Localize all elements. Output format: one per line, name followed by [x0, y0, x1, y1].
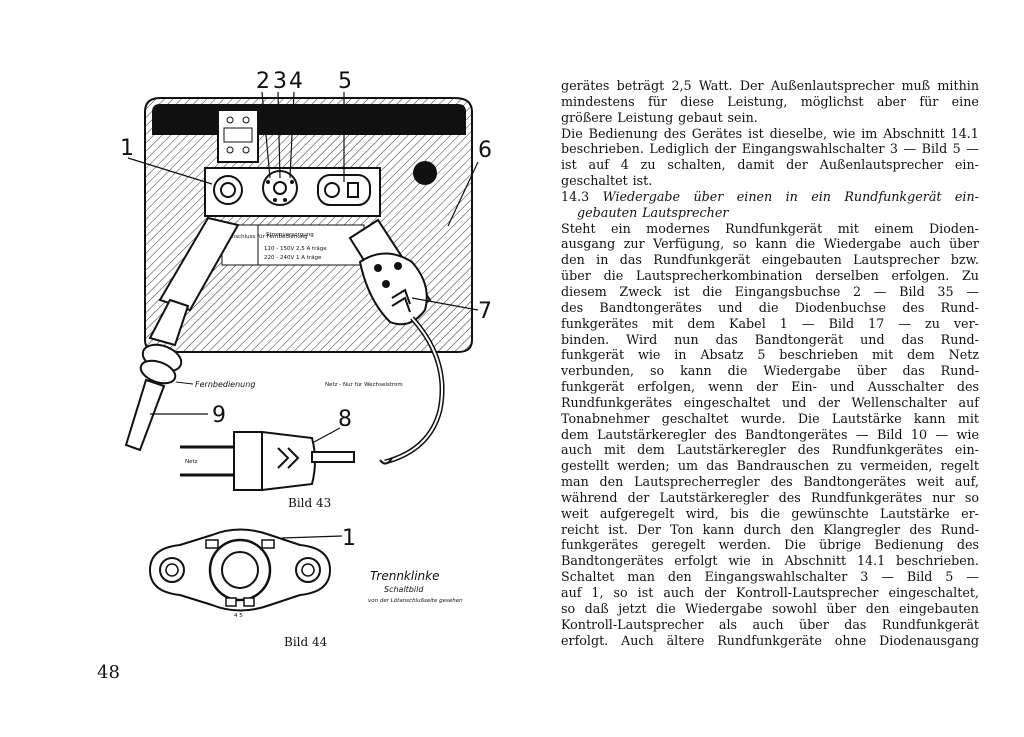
bild-44-caption: Bild 44	[284, 635, 328, 649]
callout-1: 1	[120, 136, 134, 161]
pin-label: 4 5	[234, 613, 243, 619]
page-number: 48	[97, 662, 120, 683]
anschluss-label: Anschluss für Fernbedienung	[228, 234, 308, 240]
netz-note: Netz - Nur für Wechselstrom	[325, 382, 403, 388]
hinge-block	[217, 109, 259, 163]
schaltbild-label: Schaltbild	[384, 585, 424, 594]
plug-8: Netz	[180, 430, 355, 492]
trennklinke-label: Trennklinke	[370, 569, 439, 583]
fernbedienung-label: Fernbedienung	[195, 380, 255, 389]
figure-area: Anschluss für Fernbedienung Stromversorg…	[100, 65, 520, 665]
callout-8: 8	[338, 407, 352, 432]
callout-4: 4	[289, 69, 303, 94]
panel-line-1: 110 - 150V 2,5 A träge	[264, 246, 327, 252]
netz-label: Netz	[185, 459, 198, 465]
bild-43-illustration: Anschluss für Fernbedienung Stromversorg…	[120, 69, 492, 619]
callout-3: 3	[273, 69, 287, 94]
callout-6: 6	[478, 138, 492, 163]
callout-7: 7	[478, 299, 492, 324]
indicator-dot	[413, 161, 437, 185]
panel-title: Stromversorgung	[266, 232, 314, 238]
bild-43-caption: Bild 43	[288, 496, 332, 510]
remote-cable-plug	[158, 216, 240, 312]
callout-9: 9	[212, 403, 226, 428]
info-plate	[221, 224, 365, 266]
device-top-band	[152, 104, 466, 135]
schaltbild-note: von der Lötanschlußseite gesehen	[368, 598, 463, 604]
panel-line-2: 220 - 240V 1 A träge	[264, 255, 322, 261]
callout-5: 5	[338, 69, 352, 94]
callout-2: 2	[256, 69, 270, 94]
socket-1	[213, 175, 243, 205]
trennklinke-drawing: 4 5	[148, 528, 332, 619]
callout-1b: 1	[342, 526, 356, 551]
